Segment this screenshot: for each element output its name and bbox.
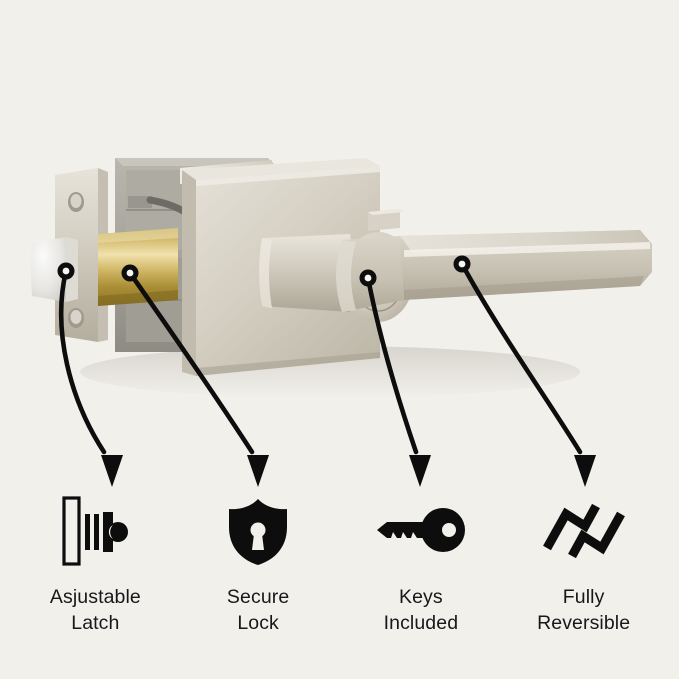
feature-label-adjustable-latch: Asjustable Latch xyxy=(49,586,141,635)
feature-item-secure-lock: Secure Lock xyxy=(177,492,340,637)
feature-label-fully-reversible: Fully Reversible xyxy=(537,586,631,635)
feature-item-adjustable-latch: Asjustable Latch xyxy=(14,492,177,637)
spindle-hub xyxy=(259,234,353,312)
reversible-lever-icon xyxy=(540,492,628,570)
rosette-rear-tab xyxy=(368,209,404,231)
product-image xyxy=(31,158,652,398)
feature-item-fully-reversible: Fully Reversible xyxy=(502,492,665,637)
feature-label-secure-lock: Secure Lock xyxy=(226,586,290,635)
latch-bolt xyxy=(31,237,78,302)
brass-collar xyxy=(98,228,178,306)
feature-list: Asjustable Latch Secure Lock xyxy=(0,492,679,662)
product-illustration xyxy=(31,158,652,398)
feature-item-keys-included: Keys Included xyxy=(340,492,503,637)
adjustable-latch-icon xyxy=(54,492,136,570)
lever-handle xyxy=(336,230,652,312)
shield-keyhole-icon xyxy=(224,492,292,570)
feature-label-keys-included: Keys Included xyxy=(383,586,459,635)
key-icon xyxy=(375,492,467,570)
